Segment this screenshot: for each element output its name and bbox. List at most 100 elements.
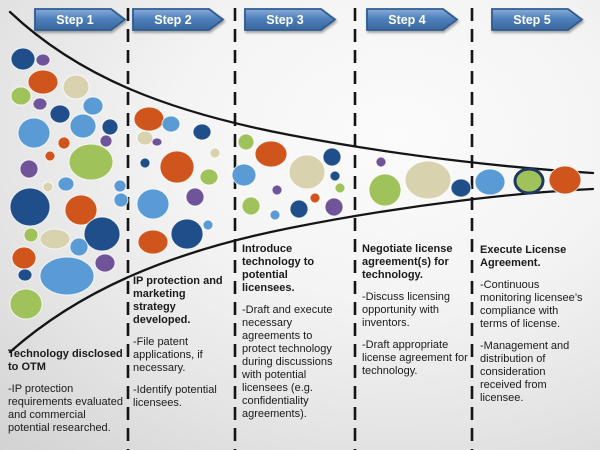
- bubble: [269, 209, 281, 221]
- step-arrow-4-shape: [366, 8, 459, 31]
- bubble: [136, 130, 154, 146]
- bubble: [69, 113, 97, 139]
- bubble: [42, 181, 54, 193]
- bubble: [289, 199, 309, 219]
- bubble: [237, 133, 255, 151]
- bubble: [35, 53, 51, 67]
- step-5-heading: Execute License Agreement.: [480, 244, 567, 269]
- bubble: [159, 150, 195, 184]
- bubble: [57, 136, 71, 150]
- bubble: [10, 47, 36, 71]
- step-label-1: Step 1: [56, 13, 94, 27]
- bubble: [474, 168, 506, 196]
- step-3-heading: Introduce technology to potential licens…: [242, 243, 315, 294]
- bubble: [69, 237, 89, 257]
- bubble: [23, 227, 39, 243]
- bubble: [404, 160, 452, 200]
- funnel-top-curve: [8, 10, 595, 175]
- step-1-heading: Technology disclosed to OTM: [8, 348, 123, 373]
- bubble: [161, 115, 181, 133]
- bubble: [254, 140, 288, 168]
- bubble: [57, 176, 75, 192]
- bubble: [94, 253, 116, 273]
- step-1-body-1: -IP protection requirements evaluated an…: [8, 382, 123, 434]
- bubble: [288, 154, 326, 190]
- bubble-cluster: [9, 47, 582, 320]
- step-2-description: IP protection and marketing strategy dev…: [133, 275, 227, 410]
- bubble: [17, 117, 51, 149]
- step-arrow-1: Step 1: [34, 8, 127, 31]
- step-arrow-4: Step 4: [366, 8, 459, 31]
- bubble: [136, 188, 170, 220]
- bubble: [27, 69, 59, 95]
- step-arrow-5-shape: [491, 8, 584, 31]
- step-4-description: Negotiate license agreement(s) for techn…: [362, 243, 468, 378]
- bubble: [199, 168, 219, 186]
- bubble: [368, 173, 402, 207]
- step-label-4: Step 4: [388, 13, 426, 27]
- bubble: [271, 184, 283, 196]
- step-label-2: Step 2: [154, 13, 192, 27]
- bubble: [9, 288, 43, 320]
- bubble: [133, 106, 165, 132]
- bubble: [99, 134, 113, 148]
- step-3-body-1: -Draft and execute necessary agreements …: [242, 303, 333, 420]
- bubble: [322, 147, 342, 167]
- bubble: [185, 187, 205, 207]
- step-2-heading: IP protection and marketing strategy dev…: [133, 275, 223, 326]
- bubble: [101, 118, 119, 136]
- bubble: [9, 187, 51, 227]
- bubble: [39, 256, 95, 296]
- bubble: [32, 97, 48, 111]
- bubble: [548, 165, 582, 195]
- bubble: [19, 159, 39, 179]
- step-4-body-1: -Discuss licensing opportunity with inve…: [362, 290, 451, 329]
- bubble: [450, 178, 472, 198]
- bubble: [68, 143, 114, 181]
- step-2-body-2: -Identify potential licensees.: [133, 383, 217, 409]
- bubble: [17, 268, 33, 282]
- bubble: [10, 86, 32, 106]
- bubble: [375, 156, 387, 168]
- bubble: [83, 216, 121, 252]
- step-4-body-2: -Draft appropriate license agreement for…: [362, 338, 468, 377]
- step-arrow-3-shape: [244, 8, 337, 31]
- bubble: [151, 137, 163, 147]
- bubble: [309, 192, 321, 204]
- step-arrow-5: Step 5: [491, 8, 584, 31]
- bubble: [334, 182, 346, 194]
- step-label-5: Step 5: [513, 13, 551, 27]
- bubble: [241, 196, 261, 216]
- bubble: [62, 74, 90, 100]
- step-2-body-1: -File patent applications, if necessary.: [133, 335, 203, 374]
- step-4-heading: Negotiate license agreement(s) for techn…: [362, 243, 453, 281]
- step-5-body-2: -Management and distribution of consider…: [480, 339, 570, 404]
- bubble: [513, 167, 545, 195]
- bubble: [139, 157, 151, 169]
- bubble: [209, 147, 221, 159]
- step-3-description: Introduce technology to potential licens…: [242, 243, 339, 421]
- bubble: [49, 104, 71, 124]
- bubble: [113, 179, 127, 193]
- bubble: [192, 123, 212, 141]
- bubble: [39, 228, 71, 250]
- bubble: [202, 219, 214, 231]
- bubble: [44, 150, 56, 162]
- bubble: [137, 229, 169, 255]
- step-1-description: Technology disclosed to OTM -IP protecti…: [8, 348, 126, 435]
- step-5-body-1: -Continuous monitoring licensee’s compli…: [480, 278, 583, 330]
- bubble: [324, 197, 344, 217]
- bubble: [64, 194, 98, 226]
- step-arrow-1-shape: [34, 8, 127, 31]
- bubble: [113, 192, 129, 208]
- step-arrow-2: Step 2: [132, 8, 225, 31]
- bubble: [11, 246, 37, 270]
- step-5-description: Execute License Agreement. -Continuous m…: [480, 244, 586, 405]
- step-arrow-3: Step 3: [244, 8, 337, 31]
- step-label-3: Step 3: [266, 13, 304, 27]
- bubble: [329, 170, 341, 182]
- funnel-bottom-curve: [8, 187, 595, 354]
- step-arrow-2-shape: [132, 8, 225, 31]
